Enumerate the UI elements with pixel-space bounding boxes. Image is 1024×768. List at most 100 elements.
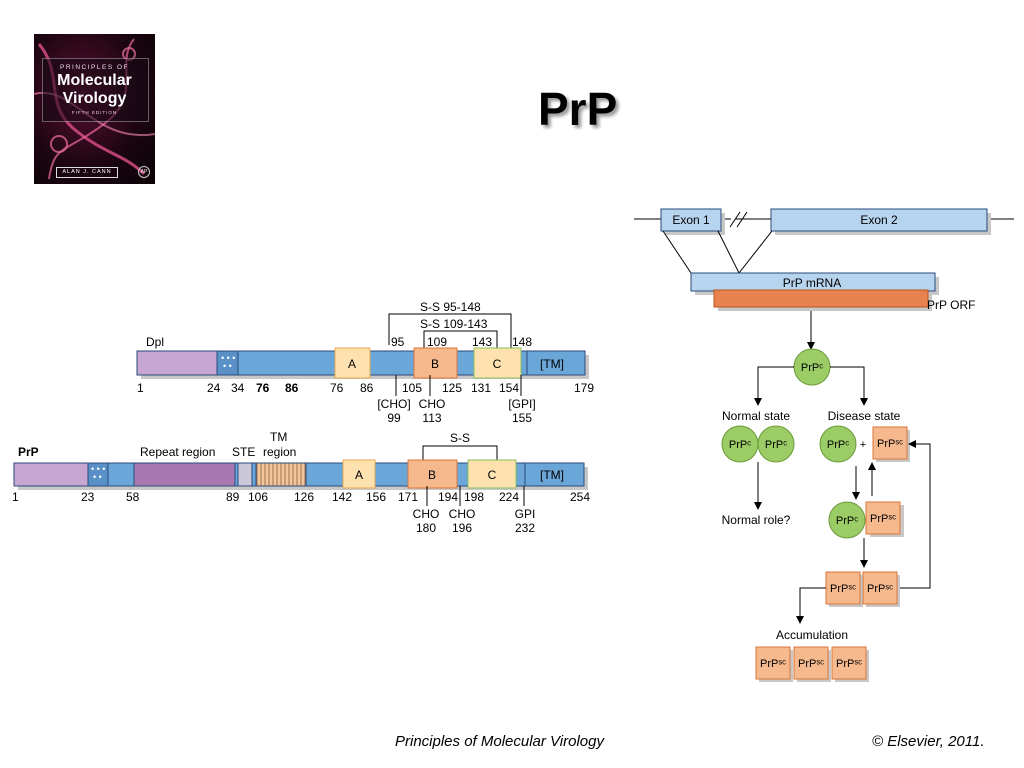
splice-line-2: [717, 230, 773, 274]
dimer-prpsc-box-2: [862, 571, 898, 605]
prp-helix-b-label: B: [428, 468, 436, 482]
dpl-tick-131: 131: [471, 381, 491, 395]
dpl-helix-a-label: A: [348, 357, 356, 371]
footer-book-title: Principles of Molecular Virology: [395, 733, 604, 750]
prp-tick-58: 58: [126, 490, 140, 504]
acc-prpsc-label-2: PrPˢᶜ: [798, 658, 824, 670]
complex-prpc-circle: [828, 501, 866, 539]
prpc-top-label: PrPᶜ: [801, 362, 823, 374]
prp-helix-a-label: A: [355, 468, 363, 482]
dpl-signal-peptide: [136, 350, 218, 376]
prp-ste-label: STE: [232, 445, 255, 459]
splice-line-1: [662, 230, 692, 274]
normal-prpc-label-2: PrPᶜ: [765, 439, 787, 451]
dpl-ss-bracket-outer: [388, 313, 512, 350]
plus-sign: +: [860, 439, 866, 451]
footer-copyright: © Elsevier, 2011.: [872, 733, 985, 750]
to-disease-arrow: [830, 366, 868, 406]
dpl-tick-86-bold: 86: [285, 381, 299, 395]
prp-repeat-region: [133, 462, 236, 487]
gene-break-gap: [731, 213, 735, 225]
prp-tick-142: 142: [332, 490, 352, 504]
dpl-label: Dpl: [146, 335, 164, 349]
prp-tick-254: 254: [570, 490, 590, 504]
normal-prpc-circle-2: [757, 425, 795, 463]
dpl-tick-34: 34: [231, 381, 245, 395]
prp-ss-bracket: [422, 445, 498, 466]
acc-prpsc-box-2: [793, 646, 829, 680]
dimer-prpsc-label-1: PrPˢᶜ: [830, 583, 856, 595]
dpl-dots-glyph: • • •: [221, 353, 235, 363]
exon1-label: Exon 1: [672, 213, 710, 227]
dpl-ticks: 1 24 34 76 86 76 86 105 125 131 154 179: [137, 381, 594, 395]
prp-helix-c: [467, 459, 517, 489]
dpl-site-gpi: [GPI]: [508, 397, 535, 411]
dpl-helix-b: [413, 347, 458, 379]
dpl-tick-125: 125: [442, 381, 462, 395]
normal-role-label: Normal role?: [722, 513, 791, 527]
dimer-prpsc-label-2: PrPˢᶜ: [867, 583, 893, 595]
dpl-ss1-label: S-S 95-148: [420, 300, 481, 314]
prp-label: PrP: [18, 445, 39, 459]
prp-protein-diagram: PrP Repeat region STE TM region S-S • • …: [12, 430, 590, 535]
prp-repeat-label: Repeat region: [140, 445, 215, 459]
prp-tm-label-2: region: [263, 445, 296, 459]
dimer-prpsc-box-1: [825, 571, 861, 605]
cover-series: PRINCIPLES OF: [60, 64, 129, 71]
gene-break-mark-1: [729, 211, 741, 228]
prp-tick-126: 126: [294, 490, 314, 504]
mrna-label: PrP mRNA: [783, 276, 841, 290]
dpl-site-gpi-num: 155: [512, 411, 532, 425]
orf-box: [713, 289, 929, 308]
prp-tick-171: 171: [398, 490, 418, 504]
normal-prpc-label-1: PrPᶜ: [729, 439, 751, 451]
prp-dots-region: [87, 462, 109, 487]
complex-prpsc-box: [865, 501, 901, 535]
prp-tick-198: 198: [464, 490, 484, 504]
prp-sites: CHO 180 CHO 196 GPI 232: [413, 507, 536, 535]
prp-tick-23: 23: [81, 490, 95, 504]
dpl-sites: [CHO] 99 CHO 113 [GPI] 155: [377, 397, 535, 425]
dpl-tick-179: 179: [574, 381, 594, 395]
prp-signal-peptide: [13, 462, 89, 487]
dpl-tick-105: 105: [402, 381, 422, 395]
prp-dots-glyph-2: • •: [93, 472, 102, 482]
dpl-tick-76: 76: [330, 381, 344, 395]
prp-ss-label: S-S: [450, 431, 470, 445]
acc-prpsc-label-1: PrPˢᶜ: [760, 658, 786, 670]
prp-tick-106: 106: [248, 490, 268, 504]
dpl-site-cho1: [CHO]: [377, 397, 410, 411]
dpl-dots-region: [216, 350, 239, 376]
dpl-site-cho2-num: 113: [422, 411, 441, 425]
dpl-helix-c-label: C: [493, 357, 502, 371]
prp-site-gpi-num: 232: [515, 521, 535, 535]
cover-author: ALAN J. CANN: [56, 167, 118, 178]
complex-prpsc-label: PrPˢᶜ: [870, 513, 896, 525]
exon2-label: Exon 2: [860, 213, 898, 227]
prp-dots-glyph: • • •: [91, 464, 105, 474]
accumulation-label: Accumulation: [776, 628, 848, 642]
disease-prpc-label: PrPᶜ: [827, 439, 849, 451]
dpl-helix-a: [334, 347, 371, 379]
dpl-ss2-label: S-S 109-143: [420, 317, 488, 331]
prp-tick-156: 156: [366, 490, 386, 504]
dpl-helix-b-label: B: [431, 357, 439, 371]
dpl-ss-bracket-inner: [423, 330, 498, 350]
publisher-logo: AP: [138, 166, 150, 178]
cover-title: Molecular Virology: [34, 72, 155, 108]
cover-title-band: [42, 58, 149, 122]
dpl-tick-154: 154: [499, 381, 519, 395]
prp-helix-c-label: C: [488, 468, 497, 482]
cover-title-line2: Virology: [62, 90, 127, 107]
dpl-bracket-148: 148: [512, 335, 532, 349]
disease-prpsc-box: [872, 426, 908, 460]
exon1-box: [660, 208, 722, 232]
acc-prpsc-box-3: [831, 646, 867, 680]
prp-pathway-diagram: PrPᶜ Normal state Disease state PrPᶜ PrP…: [721, 348, 931, 682]
prp-site-cho1-num: 180: [416, 521, 436, 535]
prp-tick-1: 1: [12, 490, 19, 504]
dpl-site-cho2: CHO: [419, 397, 446, 411]
publisher-logo-text: AP: [140, 169, 148, 175]
exon2-box: [770, 208, 988, 232]
